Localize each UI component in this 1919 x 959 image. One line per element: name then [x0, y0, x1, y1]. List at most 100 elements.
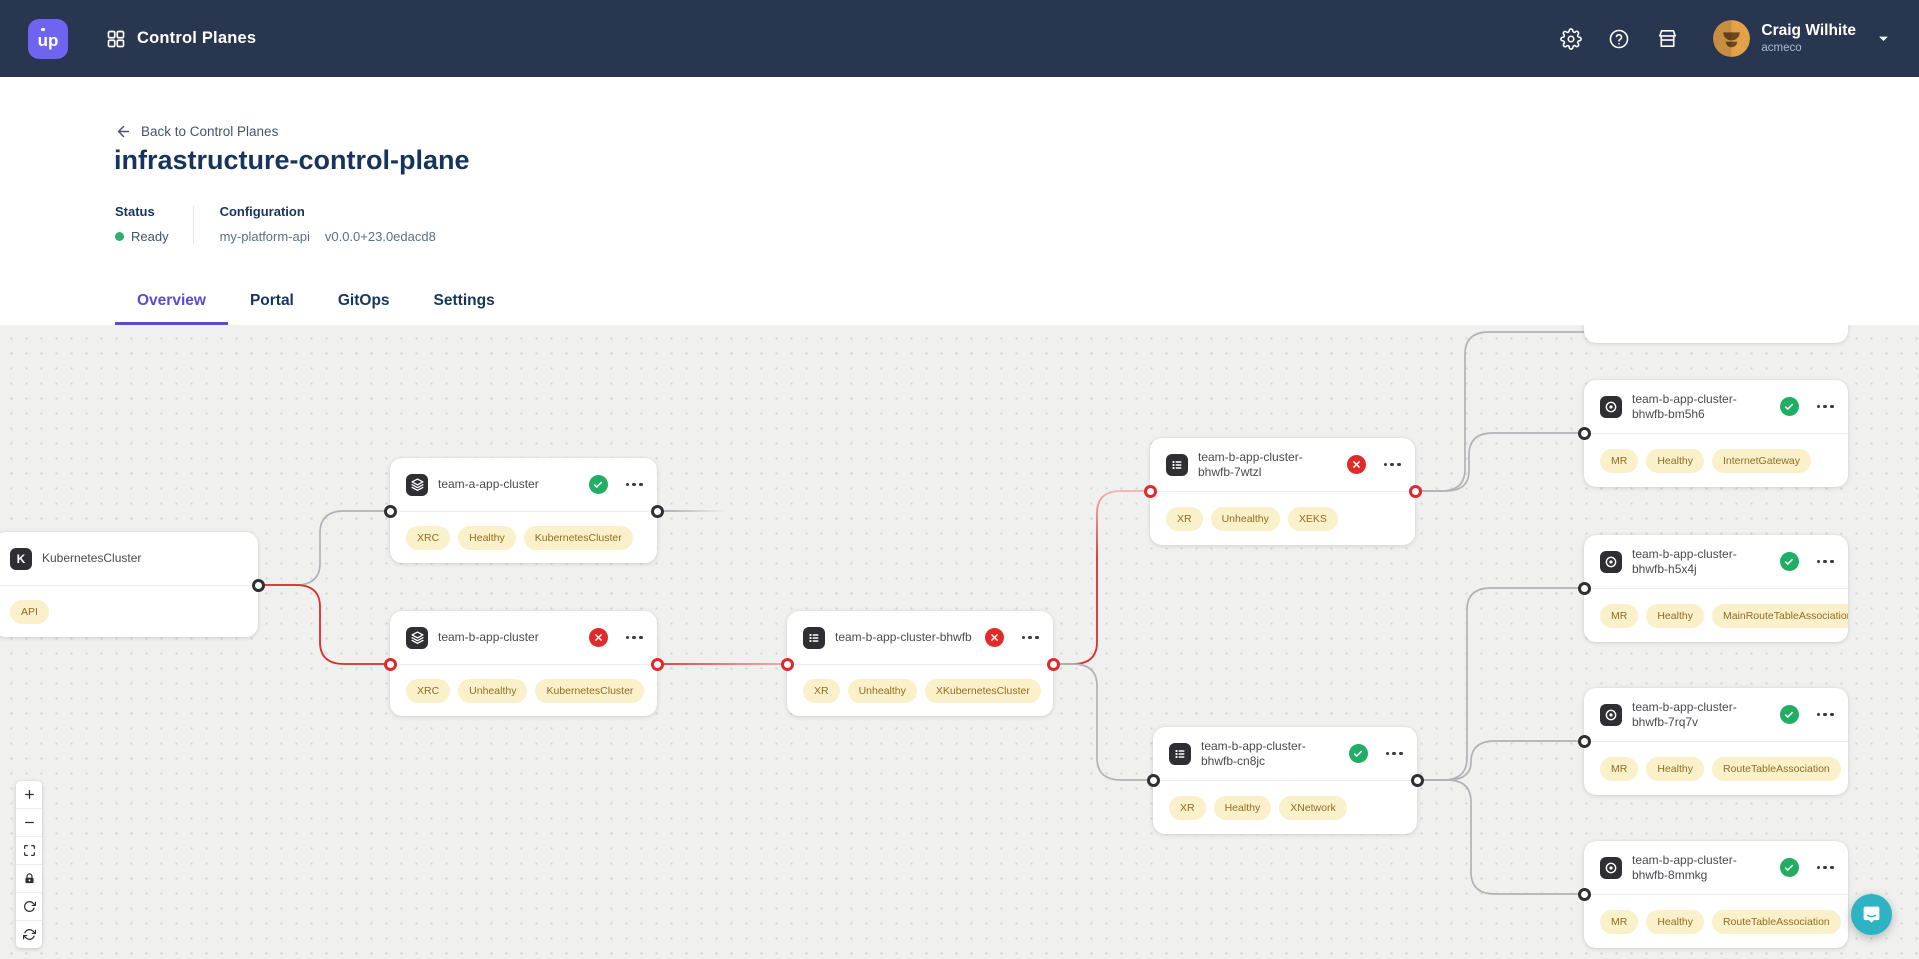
graph-node-cutoff-top[interactable] [1584, 325, 1848, 343]
graph-node-team-b-app-cluster-bhwfb[interactable]: team-b-app-cluster-bhwfb XR Unhealthy XK… [787, 611, 1053, 716]
graph-node-team-b-app-cluster-bhwfb-h5x4j[interactable]: team-b-app-cluster-bhwfb-h5x4j MR Health… [1584, 535, 1848, 642]
fit-view-button[interactable] [16, 837, 42, 865]
tag-pill: MR [1600, 603, 1639, 628]
zoom-out-button[interactable] [16, 809, 42, 837]
tag-pill: MR [1600, 756, 1639, 781]
tag-pill: XR [1166, 506, 1203, 531]
configuration-block: Configuration my-platform-api v0.0.0+23.… [220, 204, 436, 244]
tag-pill: Unhealthy [458, 678, 528, 703]
user-info[interactable]: Craig Wilhite acmeco [1761, 22, 1856, 55]
node-menu-button[interactable] [625, 632, 643, 644]
node-menu-button[interactable] [1816, 401, 1834, 413]
node-menu-button[interactable] [1816, 862, 1834, 874]
tag-pill: InternetGateway [1711, 448, 1811, 473]
graph-node-team-b-app-cluster[interactable]: team-b-app-cluster XRC Unhealthy Kuberne… [390, 611, 657, 716]
graph-node-team-b-app-cluster-bhwfb-cn8jc[interactable]: team-b-app-cluster-bhwfb-cn8jc XR Health… [1153, 727, 1417, 834]
edge-handle[interactable] [1146, 773, 1160, 787]
claim-layers-icon [406, 473, 428, 496]
graph-node-team-b-app-cluster-bhwfb-8mmkg[interactable]: team-b-app-cluster-bhwfb-8mmkg MR Health… [1584, 841, 1848, 948]
help-icon[interactable] [1608, 28, 1630, 50]
node-title: team-b-app-cluster-bhwfb-8mmkg [1632, 852, 1737, 882]
edge-handle[interactable] [1143, 484, 1157, 498]
edge-handle[interactable] [1577, 887, 1591, 901]
upbound-logo[interactable]: up [28, 18, 68, 59]
graph-controls [16, 781, 42, 948]
healthy-status-icon [1779, 397, 1799, 416]
healthy-status-icon [1779, 552, 1799, 571]
chat-bubble-icon [1861, 904, 1882, 925]
node-title: team-b-app-cluster-bhwfb-h5x4j [1632, 546, 1737, 576]
managed-resource-icon [1600, 856, 1622, 879]
composite-resource-icon [803, 626, 825, 649]
node-menu-button[interactable] [1816, 709, 1834, 721]
node-title: team-b-app-cluster-bhwfb-7wtzl [1198, 449, 1303, 479]
edge-handle[interactable] [650, 504, 664, 518]
managed-resource-icon [1600, 703, 1622, 726]
node-title: team-b-app-cluster-bhwfb-7rq7v [1632, 699, 1737, 729]
edge-handle[interactable] [1577, 581, 1591, 595]
lock-button[interactable] [16, 865, 42, 893]
tag-pill: XRC [406, 525, 451, 550]
node-title: team-b-app-cluster-bhwfb [835, 630, 972, 644]
edge-handle[interactable] [650, 657, 664, 671]
edge-handle[interactable] [251, 578, 265, 592]
tab-portal[interactable]: Portal [249, 292, 294, 309]
edge-handle[interactable] [383, 504, 397, 518]
tag-pill: API [10, 599, 49, 624]
edge-handle[interactable] [1577, 734, 1591, 748]
node-menu-button[interactable] [1816, 556, 1834, 568]
back-link[interactable]: Back to Control Planes [115, 123, 278, 140]
graph-node-kubernetescluster[interactable]: K KubernetesCluster API [0, 532, 258, 637]
marketplace-icon[interactable] [1656, 27, 1679, 50]
healthy-status-icon [1779, 858, 1799, 877]
sync-layout-button[interactable] [16, 921, 42, 948]
tag-pill: XR [803, 678, 840, 703]
status-dot [115, 232, 124, 241]
tab-gitops[interactable]: GitOps [337, 292, 390, 309]
edge-handle[interactable] [1577, 426, 1591, 440]
apps-grid-icon[interactable] [106, 29, 126, 49]
node-menu-button[interactable] [1021, 632, 1039, 644]
composite-resource-icon [1169, 742, 1191, 765]
status-block: Status Ready [115, 204, 169, 244]
edge-handle[interactable] [1408, 484, 1422, 498]
top-navbar: up Control Planes Craig Wilhite acmeco [0, 0, 1919, 77]
graph-canvas[interactable]: K KubernetesCluster API team-a-app-clust… [0, 325, 1919, 959]
node-title: team-b-app-cluster [438, 630, 539, 644]
tag-pill: Unhealthy [1210, 506, 1280, 531]
status-value: Ready [131, 229, 169, 244]
graph-node-team-b-app-cluster-bhwfb-7wtzl[interactable]: team-b-app-cluster-bhwfb-7wtzl XR Unheal… [1150, 438, 1415, 545]
tag-pill: XKubernetesCluster [924, 678, 1041, 703]
configuration-name: my-platform-api [219, 229, 310, 244]
zoom-in-button[interactable] [16, 781, 42, 809]
chat-launcher-button[interactable] [1851, 894, 1892, 935]
meta-section: Status Ready Configuration my-platform-a… [115, 204, 436, 244]
tab-overview[interactable]: Overview [115, 277, 228, 325]
unhealthy-status-icon [984, 628, 1004, 647]
node-menu-button[interactable] [625, 479, 643, 491]
node-menu-button[interactable] [1385, 748, 1403, 760]
edge-handle[interactable] [1046, 657, 1060, 671]
tab-settings[interactable]: Settings [433, 292, 495, 309]
graph-node-team-a-app-cluster[interactable]: team-a-app-cluster XRC Healthy Kubernete… [390, 458, 657, 563]
tag-pill: Healthy [1646, 603, 1704, 628]
tag-pill: XRC [406, 678, 451, 703]
user-avatar[interactable] [1713, 20, 1751, 57]
edge-handle[interactable] [1410, 773, 1424, 787]
chevron-down-icon[interactable] [1876, 31, 1891, 46]
graph-node-team-b-app-cluster-bhwfb-bm5h6[interactable]: team-b-app-cluster-bhwfb-bm5h6 MR Health… [1584, 380, 1848, 487]
node-menu-button[interactable] [1383, 459, 1401, 471]
user-name: Craig Wilhite [1761, 21, 1856, 39]
tag-pill: Healthy [458, 525, 516, 550]
tag-pill: MainRouteTableAssociation [1711, 603, 1848, 628]
settings-gear-icon[interactable] [1560, 27, 1583, 50]
divider [192, 206, 194, 244]
edge-handle[interactable] [383, 657, 397, 671]
graph-edges [258, 331, 1600, 895]
tab-bar: Overview Portal GitOps Settings [115, 277, 517, 325]
tag-pill: KubernetesCluster [535, 678, 645, 703]
graph-node-team-b-app-cluster-bhwfb-7rq7v[interactable]: team-b-app-cluster-bhwfb-7rq7v MR Health… [1584, 688, 1848, 795]
edge-handle[interactable] [780, 657, 794, 671]
rotate-button[interactable] [16, 893, 42, 921]
